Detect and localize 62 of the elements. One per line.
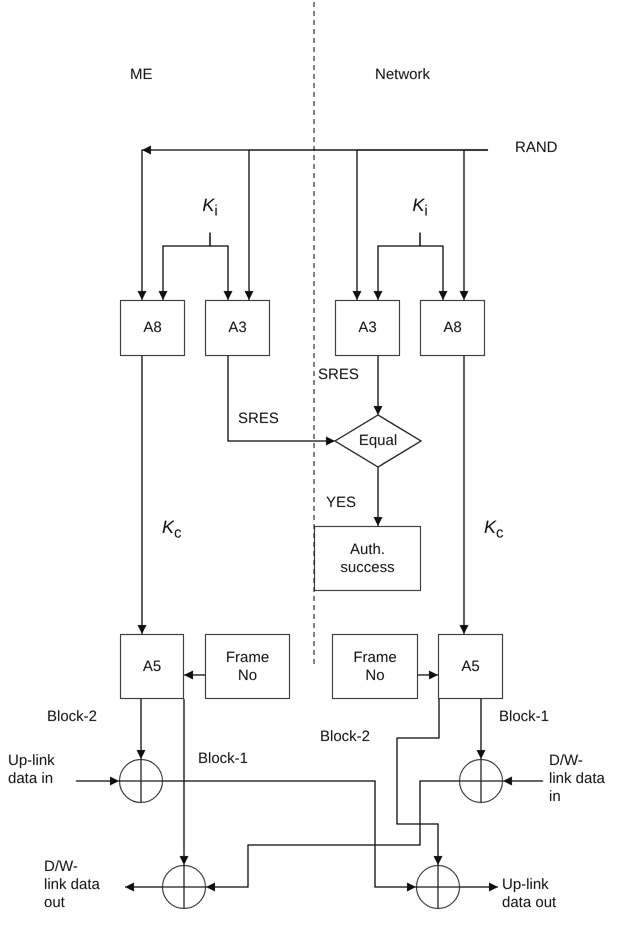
- arrow: [76, 776, 119, 786]
- arrow: [396, 699, 442, 865]
- key-label: K$_{i}$: [408, 194, 432, 233]
- box-label: Equal: [358, 432, 398, 450]
- arrow: [460, 356, 468, 634]
- arrow: [476, 699, 486, 759]
- arrow: [460, 149, 488, 300]
- signal-label: D/W- link data out: [44, 858, 125, 912]
- arrow: [374, 356, 382, 415]
- xor-circle: [459, 759, 503, 803]
- arrow: [209, 232, 232, 300]
- edge-label: Block-2: [47, 708, 98, 726]
- edge-label: K$_{c}$: [484, 516, 504, 544]
- arrow: [138, 356, 146, 634]
- signal-label: D/W- link data in: [543, 752, 609, 806]
- arrow: [180, 699, 188, 865]
- box-label: A5: [461, 658, 480, 676]
- xor-circle: [119, 759, 163, 803]
- edge-label: K$_{c}$: [162, 516, 182, 544]
- arrow: [374, 467, 382, 526]
- edge-label: YES: [326, 494, 356, 512]
- box-label: Auth. success: [339, 540, 396, 576]
- box-label: A8: [143, 319, 162, 337]
- arrow: [163, 780, 416, 892]
- box-label: A3: [358, 319, 377, 337]
- signal-label: RAND: [488, 139, 575, 161]
- process-box: [438, 634, 503, 699]
- side-heading: ME: [130, 66, 152, 84]
- box-label: A5: [142, 658, 162, 676]
- edge-label: SRES: [318, 366, 359, 384]
- signal-label: Up-link data in: [8, 752, 76, 788]
- arrow: [184, 670, 205, 680]
- arrow: [419, 232, 448, 300]
- edge-label: Block-1: [499, 708, 550, 726]
- arrow: [503, 776, 543, 786]
- process-box: [332, 634, 418, 699]
- arrow: [125, 882, 162, 892]
- xor-circle: [162, 865, 206, 909]
- arrow: [460, 882, 498, 892]
- process-box: [335, 300, 400, 356]
- arrow: [418, 670, 438, 680]
- decision-diamond: [335, 415, 421, 467]
- process-box: [314, 526, 421, 591]
- key-label: K$_{i}$: [198, 194, 222, 233]
- xor-circle: [416, 865, 460, 909]
- edge-label: SRES: [238, 410, 279, 428]
- process-box: [420, 300, 485, 356]
- process-box: [205, 634, 290, 699]
- edge-label: Block-1: [198, 750, 248, 768]
- box-label: Frame No: [224, 648, 270, 684]
- process-box: [120, 300, 185, 356]
- side-heading: Network: [375, 66, 430, 84]
- arrow: [136, 699, 146, 759]
- box-label: A8: [443, 319, 462, 337]
- signal-label: Up-link data out: [498, 876, 566, 912]
- box-label: Frame No: [352, 648, 398, 684]
- arrow: [227, 356, 335, 446]
- box-label: A3: [228, 319, 247, 337]
- process-box: [120, 634, 184, 699]
- arrow: [206, 780, 459, 892]
- process-box: [205, 300, 270, 356]
- edge-label: Block-2: [320, 728, 370, 746]
